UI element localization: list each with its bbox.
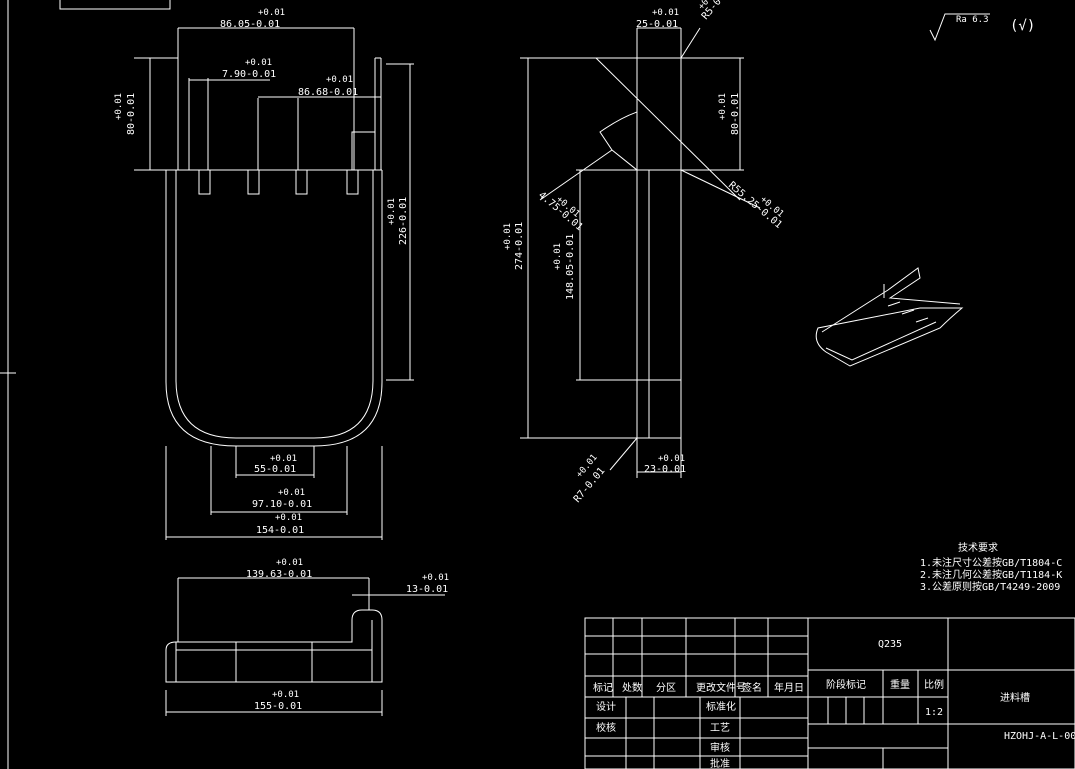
tech-note-1: 1.未注尺寸公差按GB/T1804-C — [920, 556, 1062, 569]
tech-notes-title: 技术要求 — [958, 541, 998, 554]
roughness-mark: (√) — [1010, 18, 1035, 34]
dim-outer-width-tol: +0.01 — [275, 513, 302, 523]
title-block — [584, 617, 1075, 769]
row-standard: 标准化 — [706, 700, 736, 713]
dim-slot-pitch-tol: +0.01 — [245, 58, 272, 68]
dim-side-inner-tol: +0.01 — [553, 243, 563, 270]
isometric-view — [815, 267, 964, 367]
side-view-outline — [595, 57, 741, 471]
dim-left-height-tol: +0.01 — [114, 93, 124, 120]
dim-top-width: 86.05-0.01 — [220, 19, 280, 30]
dim-outer-width: 154-0.01 — [256, 525, 304, 536]
dim-side-total-tol: +0.01 — [503, 223, 513, 250]
row-process: 工艺 — [710, 722, 730, 734]
stage-header: 阶段标记 — [826, 678, 866, 691]
header-signature: 签名 — [742, 681, 762, 694]
dim-right-height-tol: +0.01 — [387, 198, 397, 225]
dim-bottom-lip: 13-0.01 — [406, 584, 448, 595]
dim-side-radius-top-tol: +0.01 — [697, 0, 722, 12]
dim-side-height-tol: +0.01 — [718, 93, 728, 120]
dim-side-bottom: 23-0.01 — [644, 464, 686, 475]
dim-bottom-total: 155-0.01 — [254, 701, 302, 712]
bottom-view-outline — [165, 609, 383, 683]
dim-mid-width-tol: +0.01 — [278, 488, 305, 498]
part-name: 进料槽 — [1000, 691, 1030, 704]
scale-value: 1:2 — [925, 707, 943, 718]
drawing-number: HZOHJ-A-L-002 — [1004, 731, 1075, 742]
row-design: 设计 — [596, 700, 616, 713]
weight-header: 重量 — [890, 678, 910, 691]
header-change-no: 更改文件号 — [696, 681, 746, 694]
row-approve: 批准 — [710, 757, 730, 769]
row-check: 校核 — [596, 721, 616, 734]
header-zone: 分区 — [656, 682, 676, 694]
dim-bottom-len: 139.63-0.01 — [246, 569, 312, 580]
dim-mid-width: 97.10-0.01 — [252, 499, 312, 510]
header-date: 年月日 — [774, 681, 804, 694]
dim-slot-span: 86.68-0.01 — [298, 87, 358, 98]
dim-bottom-lip-tol: +0.01 — [422, 573, 449, 583]
dim-side-bottom-tol: +0.01 — [658, 454, 685, 464]
tech-note-3: 3.公差原则按GB/T4249-2009 — [920, 580, 1060, 593]
dim-side-total: 274-0.01 — [514, 222, 525, 270]
dim-bottom-len-tol: +0.01 — [276, 558, 303, 568]
scale-header: 比例 — [924, 678, 944, 691]
roughness-value: Ra 6.3 — [956, 15, 989, 25]
material-label: Q235 — [878, 639, 902, 650]
front-view-outline — [165, 57, 383, 447]
dim-slot-span-tol: +0.01 — [326, 75, 353, 85]
dim-side-top-tol: +0.01 — [652, 8, 679, 18]
dim-bottom-total-tol: +0.01 — [272, 690, 299, 700]
tech-note-2: 2.未注几何公差按GB/T1184-K — [920, 568, 1062, 581]
dim-side-height: 80-0.01 — [730, 93, 741, 135]
dim-side-top: 25-0.01 — [636, 19, 678, 30]
dim-inner-bottom-tol: +0.01 — [270, 454, 297, 464]
dim-top-width-tol: +0.01 — [258, 8, 285, 18]
dim-inner-bottom: 55-0.01 — [254, 464, 296, 475]
dim-left-height: 80-0.01 — [126, 93, 137, 135]
header-mark: 标记 — [593, 682, 613, 694]
dim-right-height: 226-0.01 — [398, 197, 409, 245]
header-count: 处数 — [622, 681, 642, 694]
row-review: 审核 — [710, 741, 730, 754]
dim-side-inner: 148.05-0.01 — [565, 234, 576, 300]
dim-slot-pitch: 7.90-0.01 — [222, 69, 276, 80]
roughness-symbol — [929, 13, 990, 42]
